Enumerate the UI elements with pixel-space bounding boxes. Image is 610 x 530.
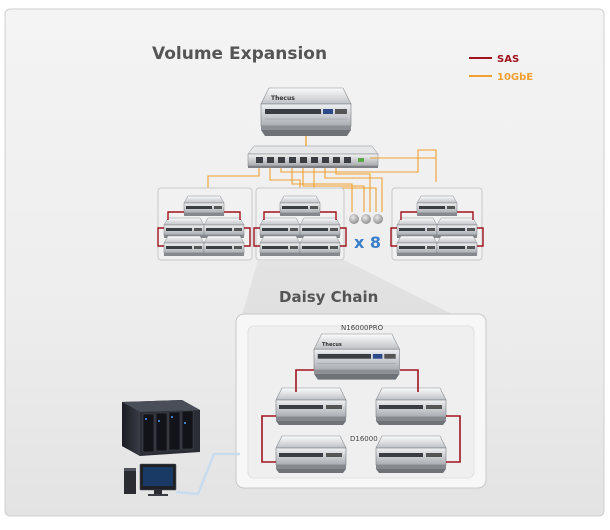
server-rack <box>122 400 200 456</box>
legend: SAS 10GbE <box>469 54 533 83</box>
daisy-expansion-unit-3 <box>275 435 347 474</box>
expansion-group-2 <box>254 187 346 261</box>
gbe-links <box>207 149 437 212</box>
legend-sas-label: SAS <box>497 54 519 65</box>
expansion-group-3 <box>391 187 483 261</box>
daisy-expansion-unit-1 <box>275 387 347 426</box>
client-link <box>175 452 240 496</box>
head-nas-unit: Thecus <box>260 87 352 137</box>
client-computer <box>124 463 177 496</box>
head-unit-brand: Thecus <box>271 95 295 102</box>
expansion-group-1 <box>158 187 253 261</box>
multiplier-label: x 8 <box>354 233 381 252</box>
projection-beam <box>240 260 468 322</box>
daisy-head-unit: Thecus <box>313 333 400 381</box>
daisy-head-brand: Thecus <box>322 342 342 348</box>
page-title: Volume Expansion <box>152 44 327 64</box>
network-switch <box>247 145 379 168</box>
daisy-chain-title: Daisy Chain <box>279 288 378 306</box>
ellipsis-dots <box>349 214 383 224</box>
expansion-unit-label: D16000 <box>350 435 378 443</box>
daisy-expansion-unit-2 <box>375 387 447 426</box>
head-unit-label: N16000PRO <box>341 324 384 332</box>
legend-10gbe-label: 10GbE <box>497 72 533 83</box>
daisy-expansion-unit-4 <box>375 435 447 474</box>
sas-daisy-links <box>261 369 461 463</box>
